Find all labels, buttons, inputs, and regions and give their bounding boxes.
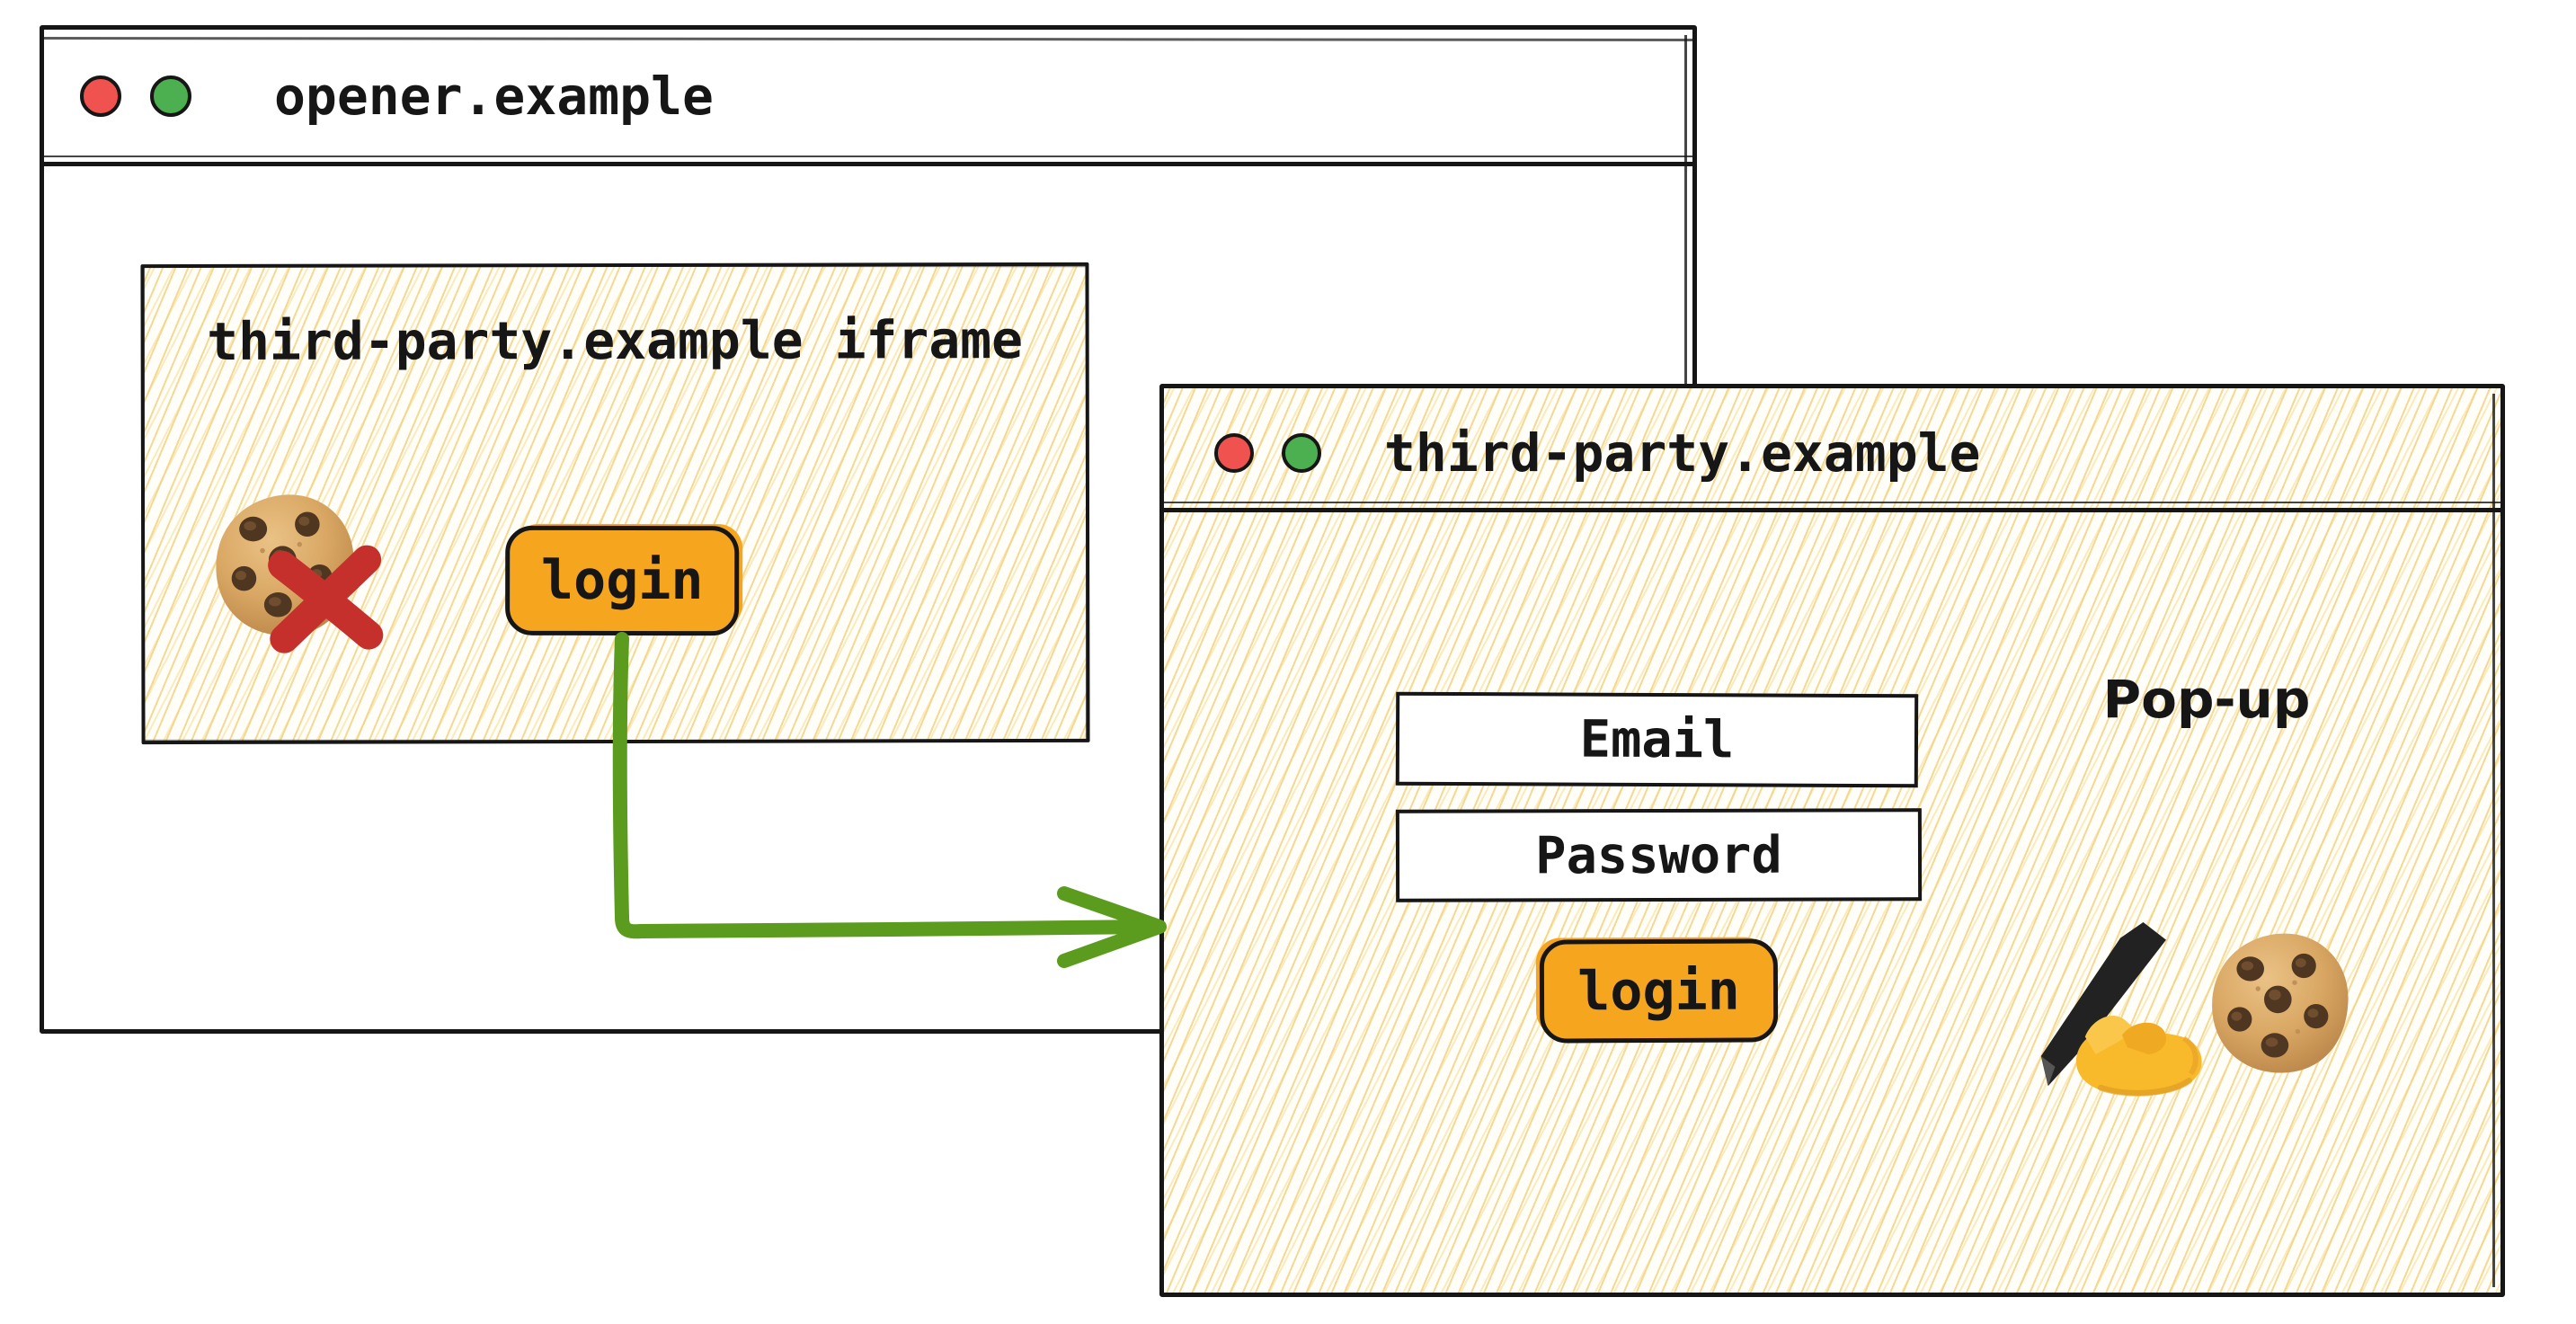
iframe-title: third-party.example iframe	[207, 309, 1024, 372]
minimize-icon[interactable]	[150, 75, 191, 117]
red-cross-blocked-icon	[268, 545, 384, 653]
writing-hand-icon	[2040, 922, 2202, 1097]
cookie-icon	[2212, 933, 2349, 1073]
window-border-line	[2492, 394, 2495, 1287]
titlebar-divider-line	[1164, 502, 2500, 503]
email-field[interactable]: Email	[1395, 691, 1919, 788]
popup-titlebar: third-party.example	[1164, 388, 2500, 512]
opens-popup-arrow-icon	[612, 632, 1167, 968]
popup-login-button[interactable]: login	[1539, 938, 1779, 1044]
popup-label: Pop-up	[2102, 669, 2311, 730]
iframe-login-button[interactable]: login	[505, 525, 740, 636]
close-icon[interactable]	[80, 75, 121, 117]
titlebar-divider-line	[44, 156, 1692, 157]
minimize-icon[interactable]	[1282, 432, 1321, 473]
password-field[interactable]: Password	[1395, 808, 1923, 902]
blocked-third-party-cookie	[207, 489, 386, 660]
third-party-iframe: third-party.example iframe	[140, 262, 1090, 745]
pen	[2040, 922, 2166, 1087]
popup-window: third-party.example Pop-up Email Passwor…	[1159, 384, 2505, 1297]
popup-window-title: third-party.example	[1384, 422, 1981, 484]
opener-titlebar: opener.example	[44, 30, 1692, 166]
close-icon[interactable]	[1214, 432, 1254, 473]
opener-window-title: opener.example	[274, 65, 714, 127]
